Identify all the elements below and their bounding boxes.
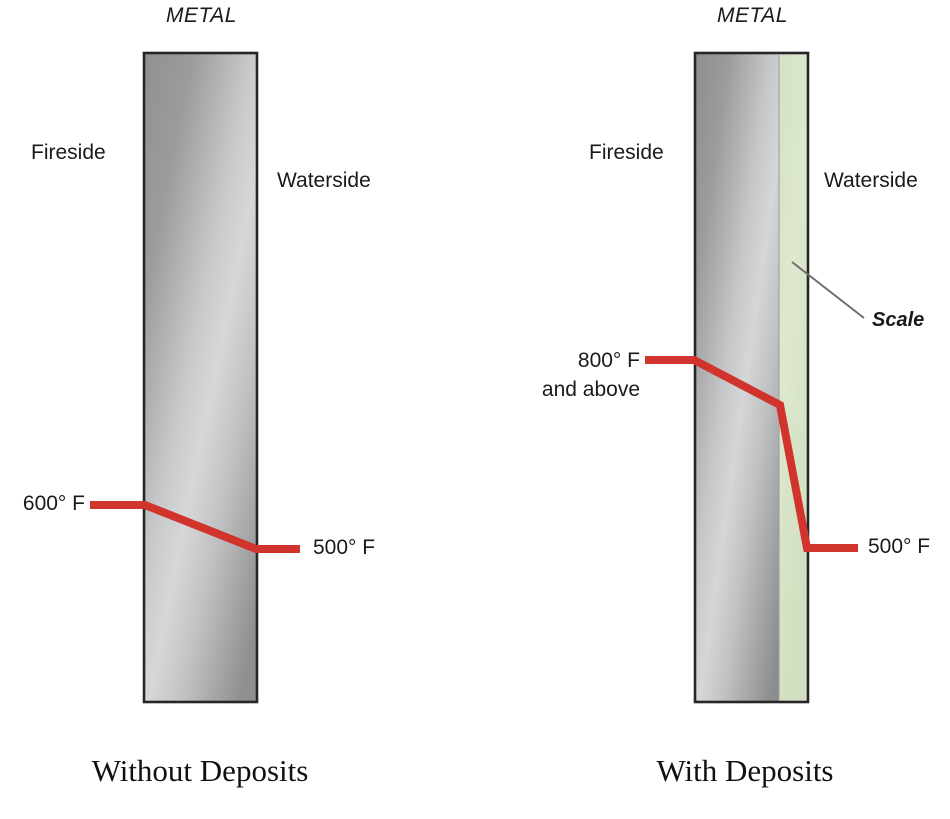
metal-wall-right-outline (693, 51, 810, 704)
scale-deposit-layer (779, 53, 808, 702)
metal-title-left: METAL (166, 4, 237, 27)
panel-without-deposits (90, 51, 300, 704)
temperature-label-waterside-left: 500° F (313, 536, 376, 559)
fireside-label-left: Fireside (31, 141, 106, 164)
temperature-profile-line-left (90, 501, 300, 553)
metal-title-right: METAL (717, 4, 788, 27)
panel-caption-with-deposits: With Deposits (656, 753, 834, 788)
scale-label: Scale (872, 309, 925, 331)
temperature-label-waterside-right: 500° F (868, 535, 931, 558)
metal-wall-right (695, 53, 779, 702)
metal-wall-left (142, 51, 259, 704)
panel-with-deposits (645, 51, 865, 704)
panel-caption-without-deposits: Without Deposits (91, 753, 309, 788)
scale-leader-line (791, 261, 865, 319)
temperature-label-fireside-left: 600° F (22, 492, 85, 515)
temperature-label-fireside-right: 800° F (577, 349, 640, 372)
waterside-label-right: Waterside (824, 169, 918, 192)
fireside-label-right: Fireside (589, 141, 664, 164)
waterside-label-left: Waterside (277, 169, 371, 192)
temperature-profile-line-right (645, 356, 858, 552)
temperature-label-fireside-right-sub: and above (541, 378, 640, 401)
